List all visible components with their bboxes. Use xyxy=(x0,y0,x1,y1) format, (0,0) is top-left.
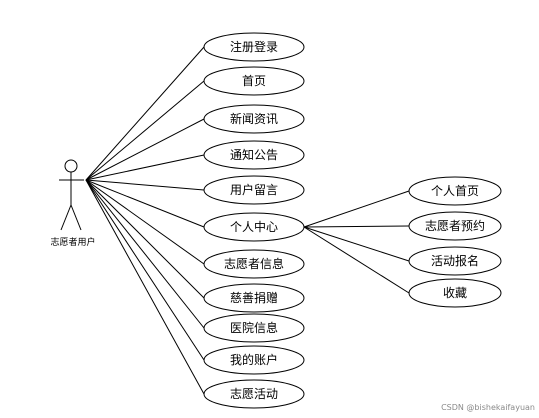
use-case-11-shape xyxy=(203,379,305,409)
use-case-6-shape xyxy=(203,212,305,242)
use-case-5: 用户留言 xyxy=(203,175,305,205)
sub-case-1-shape xyxy=(408,176,502,206)
use-case-10-label: 我的账户 xyxy=(230,352,278,367)
use-case-9-label: 医院信息 xyxy=(230,320,278,335)
sub-case-1: 个人首页 xyxy=(408,176,502,206)
use-case-1-label: 注册登录 xyxy=(230,39,278,54)
use-case-4: 通知公告 xyxy=(203,140,305,170)
association-line xyxy=(85,179,205,191)
association-line xyxy=(85,179,205,299)
actor-right-leg xyxy=(70,204,82,231)
use-case-4-label: 通知公告 xyxy=(230,148,278,162)
association-line xyxy=(85,179,205,329)
use-case-10-shape xyxy=(203,345,305,375)
sub-case-3: 活动报名 xyxy=(408,246,502,276)
use-case-7: 志愿者信息 xyxy=(203,249,305,279)
use-case-4-shape xyxy=(203,140,305,170)
use-case-5-shape xyxy=(203,175,305,205)
use-case-6-label: 个人中心 xyxy=(230,219,278,234)
sub-case-3-label: 活动报名 xyxy=(431,253,479,268)
use-case-2-shape xyxy=(203,66,305,96)
use-case-3-shape xyxy=(203,104,305,134)
sub-association-line xyxy=(303,225,410,228)
use-case-1-shape xyxy=(203,32,305,62)
use-case-6: 个人中心 xyxy=(203,212,305,242)
use-case-9: 医院信息 xyxy=(203,313,305,343)
use-case-7-label: 志愿者信息 xyxy=(224,256,284,271)
actor-left-leg xyxy=(60,204,72,231)
sub-case-4-shape xyxy=(408,278,502,308)
use-case-8-label: 慈善捐赠 xyxy=(230,290,278,305)
sub-association-line xyxy=(303,226,410,294)
association-line xyxy=(85,179,205,395)
sub-case-3-shape xyxy=(408,246,502,276)
sub-case-4: 收藏 xyxy=(408,278,502,308)
use-case-nodes: 注册登录首页新闻资讯通知公告用户留言个人中心志愿者信息慈善捐赠医院信息我的账户志… xyxy=(203,32,502,409)
association-line xyxy=(85,179,205,361)
use-case-8-shape xyxy=(203,283,305,313)
use-case-5-label: 用户留言 xyxy=(230,182,278,197)
association-line xyxy=(85,179,205,228)
use-case-8: 慈善捐赠 xyxy=(203,283,305,313)
use-case-11-label: 志愿活动 xyxy=(230,387,278,401)
sub-association-line xyxy=(303,190,410,228)
use-case-10: 我的账户 xyxy=(203,345,305,375)
association-lines xyxy=(85,46,410,395)
association-line xyxy=(85,46,205,181)
use-case-9-shape xyxy=(203,313,305,343)
use-case-7-shape xyxy=(203,249,305,279)
sub-case-2-label: 志愿者预约 xyxy=(425,218,485,233)
sub-case-2: 志愿者预约 xyxy=(408,211,502,241)
association-line xyxy=(85,154,205,181)
use-case-3-label: 新闻资讯 xyxy=(230,111,278,126)
actor-head xyxy=(64,159,78,173)
sub-case-2-shape xyxy=(408,211,502,241)
use-case-2: 首页 xyxy=(203,66,305,96)
association-line xyxy=(85,80,205,181)
use-case-3: 新闻资讯 xyxy=(203,104,305,134)
actor-volunteer-user: 志愿者用户 xyxy=(50,159,96,248)
use-case-2-label: 首页 xyxy=(242,74,266,88)
association-line xyxy=(85,118,205,181)
association-line xyxy=(85,179,205,265)
sub-association-line xyxy=(303,226,410,262)
sub-case-1-label: 个人首页 xyxy=(431,184,479,198)
use-case-11: 志愿活动 xyxy=(203,379,305,409)
watermark: CSDN @bishekaifayuan xyxy=(441,403,535,412)
actor-label: 志愿者用户 xyxy=(50,236,95,248)
use-case-1: 注册登录 xyxy=(203,32,305,62)
sub-case-4-label: 收藏 xyxy=(443,286,467,300)
